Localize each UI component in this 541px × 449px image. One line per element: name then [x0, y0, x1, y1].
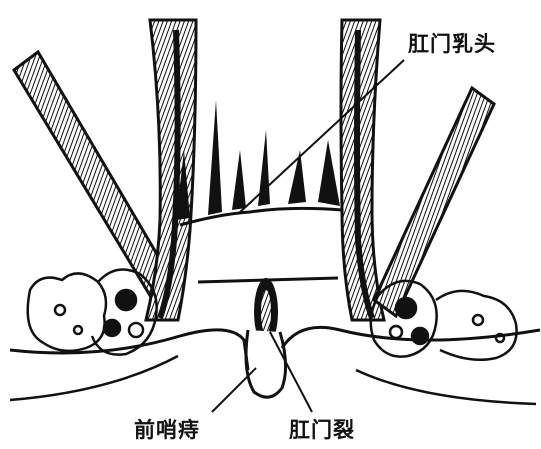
skin-lower-right [356, 370, 536, 404]
skin-lower-left [10, 356, 178, 400]
right-outer-wall [374, 88, 494, 316]
dentate-line [180, 208, 342, 225]
left-sphincter-tissue [28, 270, 157, 355]
label-anal-fissure: 肛门裂 [289, 414, 355, 444]
skin-contour [10, 330, 248, 370]
leader-sentinel-pile [212, 368, 256, 412]
left-outer-wall [14, 52, 178, 312]
anal-papillae [176, 100, 340, 220]
label-anal-papilla: 肛门乳头 [408, 28, 496, 58]
sentinel-pile-shape [246, 330, 286, 397]
right-inner-wall [341, 20, 384, 320]
left-inner-wall [146, 20, 196, 320]
label-sentinel-pile: 前哨痔 [134, 414, 200, 444]
